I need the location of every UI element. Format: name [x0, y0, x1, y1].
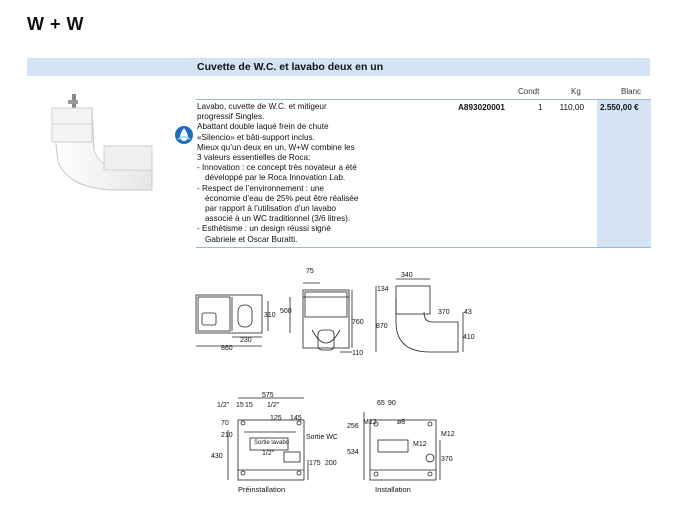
- dim-label: 860: [221, 345, 233, 352]
- dim-label: 370: [438, 309, 450, 316]
- description-line: associé à un WC traditionnel (3/6 litres…: [205, 214, 351, 224]
- price-column-shade: [597, 100, 651, 248]
- dim-label: 430: [211, 453, 223, 460]
- dim-label: 15: [245, 402, 253, 409]
- dim-label: 760: [352, 319, 364, 326]
- dim-label: 410: [463, 334, 475, 341]
- column-header-condt: Condt: [518, 87, 540, 96]
- installation-drawing: [363, 412, 441, 481]
- section-band: [27, 58, 650, 76]
- product-description: Lavabo, cuvette de W.C. et mitigeur prog…: [197, 102, 382, 245]
- description-line: - Respect de l’environnement : une: [197, 183, 324, 193]
- description-line: économie d’eau de 25% peut être réalisée: [205, 193, 359, 203]
- dim-label: 256: [347, 423, 359, 430]
- dim-label: 200: [325, 460, 337, 467]
- dim-label: Sortie WC: [306, 434, 338, 441]
- dim-label: 870: [376, 323, 388, 330]
- front-view-drawing: [302, 282, 353, 353]
- description-line: progressif Singles.: [197, 112, 265, 122]
- section-title: Cuvette de W.C. et lavabo deux en un: [197, 61, 384, 73]
- dim-label: M12: [441, 431, 455, 438]
- product-reference: A893020001: [458, 103, 505, 112]
- dim-label: 70: [221, 420, 229, 427]
- dim-label: 575: [262, 392, 274, 399]
- dim-label: 534: [347, 449, 359, 456]
- column-header-blanc: Blanc: [621, 87, 642, 96]
- description-line: «Silencio» et bâti-support inclus.: [197, 132, 315, 142]
- product-price: 2.550,00 €: [600, 103, 639, 112]
- dim-label: 370: [441, 456, 453, 463]
- description-line: Abattant double laqué frein de chute: [197, 122, 329, 132]
- side-view-drawing: [375, 278, 464, 353]
- dim-label: 500: [280, 308, 292, 315]
- description-line: développé par le Roca Innovation Lab.: [205, 173, 346, 183]
- installation-caption: Installation: [375, 485, 411, 494]
- page-title: W + W: [27, 14, 84, 34]
- description-line: Gabriele et Oscar Buratti.: [205, 234, 298, 244]
- product-weight: 110,00: [559, 103, 584, 112]
- dim-label: 15: [236, 402, 244, 409]
- dim-label: M12: [413, 441, 427, 448]
- top-view-drawing: [195, 294, 291, 347]
- row-divider: [196, 247, 651, 248]
- dim-label: 175: [309, 460, 321, 467]
- description-line: Mieux qu’un deux en un, W+W combine les: [197, 142, 355, 152]
- column-header-kg: Kg: [571, 87, 581, 96]
- dim-label: M12: [363, 419, 377, 426]
- description-line: Lavabo, cuvette de W.C. et mitigeur: [197, 102, 327, 111]
- dim-label: 340: [401, 272, 413, 279]
- preinstallation-caption: Préinstallation: [238, 485, 286, 494]
- product-condt: 1: [538, 103, 543, 112]
- water-saving-icon: [175, 126, 193, 144]
- dim-label: 145: [290, 415, 302, 422]
- dim-label: Sortie lavabo: [254, 440, 290, 446]
- dim-label: 310: [264, 312, 276, 319]
- dim-label: 1/2": [267, 402, 280, 409]
- dim-label: 125: [270, 415, 282, 422]
- dim-label: 210: [221, 432, 233, 439]
- description-line: - Esthétisme : un design réussi signé: [197, 224, 331, 234]
- dim-label: 75: [306, 268, 314, 275]
- description-line: par rapport à l’utilisation d’un lavabo: [205, 204, 337, 214]
- dim-label: 1/2": [217, 402, 230, 409]
- header-divider: [196, 99, 651, 100]
- description-line: - Innovation : ce concept très novateur …: [197, 163, 357, 173]
- dim-label: 90: [388, 400, 396, 407]
- dim-label: 1/2": [262, 450, 275, 457]
- dim-label: 65: [377, 400, 385, 407]
- dim-label: 110: [352, 350, 364, 357]
- dim-label: 230: [240, 337, 252, 344]
- dim-label: ø8: [397, 419, 406, 426]
- product-image: [51, 94, 153, 191]
- description-line: 3 valeurs essentielles de Roca:: [197, 153, 311, 163]
- dim-label: 43: [464, 309, 472, 316]
- dim-label: 134: [377, 286, 389, 293]
- preinstallation-drawing: [227, 397, 309, 481]
